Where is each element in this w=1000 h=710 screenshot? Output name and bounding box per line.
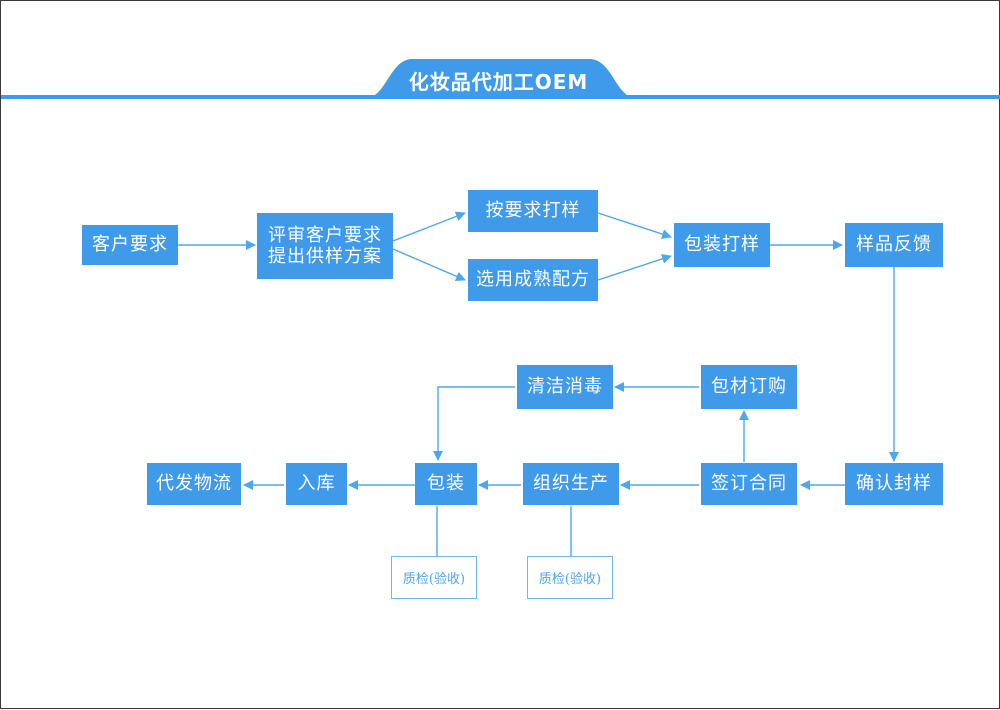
node-customer-request: 客户要求 bbox=[82, 225, 178, 265]
node-organize-production: 组织生产 bbox=[523, 463, 619, 505]
edge-clean-to-packaging bbox=[433, 386, 515, 461]
node-logistics: 代发物流 bbox=[147, 463, 241, 505]
header-tab bbox=[371, 59, 631, 97]
edge-formula-to-package bbox=[597, 254, 672, 281]
edge-review-to-sample bbox=[392, 211, 466, 242]
node-packaging: 包装 bbox=[415, 463, 477, 505]
edge-sample-to-package bbox=[597, 212, 672, 239]
node-review-line2: 提出供样方案 bbox=[268, 246, 382, 267]
node-sample-by-request: 按要求打样 bbox=[468, 190, 598, 232]
node-clean-disinfect: 清洁消毒 bbox=[517, 365, 613, 409]
node-sign-contract: 签订合同 bbox=[701, 463, 797, 505]
node-mature-formula: 选用成熟配方 bbox=[468, 259, 598, 301]
node-warehousing: 入库 bbox=[286, 463, 347, 505]
node-review-request: 评审客户要求 提出供样方案 bbox=[257, 213, 393, 279]
node-sample-feedback: 样品反馈 bbox=[845, 223, 943, 267]
header-line bbox=[1, 95, 1000, 99]
node-review-line1: 评审客户要求 bbox=[268, 225, 382, 246]
qc-box-packaging: 质检(验收) bbox=[391, 556, 477, 599]
node-purchase-packaging: 包材订购 bbox=[701, 365, 797, 409]
qc-box-production: 质检(验收) bbox=[527, 556, 613, 599]
edge-review-to-formula bbox=[392, 248, 466, 282]
node-confirm-seal: 确认封样 bbox=[845, 463, 943, 505]
node-package-sample: 包装打样 bbox=[674, 223, 770, 267]
diagram-title: 化妆品代加工OEM bbox=[408, 69, 589, 94]
